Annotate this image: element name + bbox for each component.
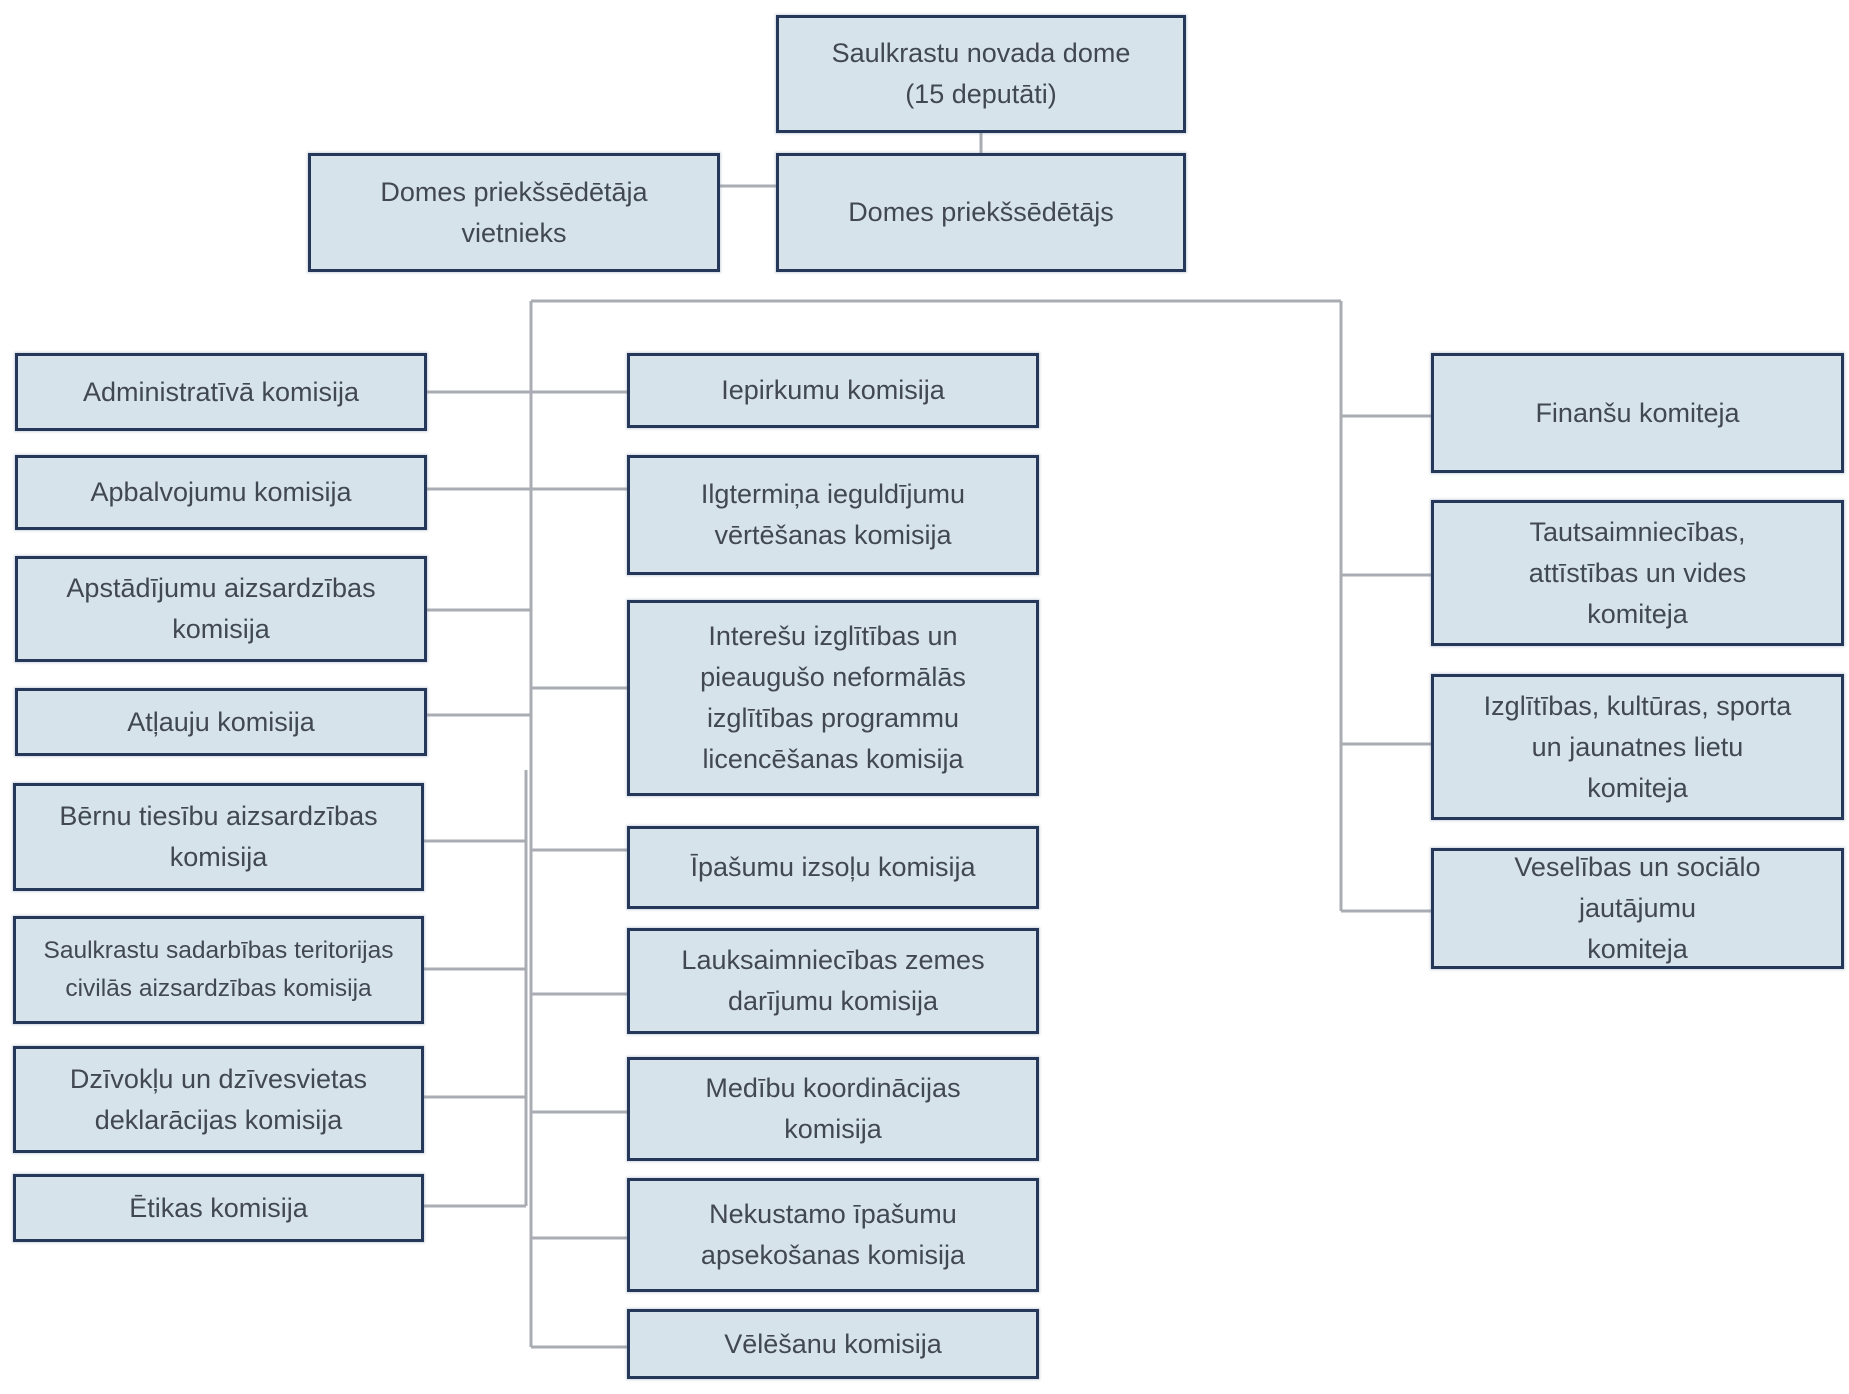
commission-real-estate-inspection: Nekustamo īpašumu apsekošanas komisija	[627, 1178, 1039, 1292]
commission-permits: Atļauju komisija	[15, 688, 427, 756]
commission-long-term-investment: Ilgtermiņa ieguldījumu vērtēšanas komisi…	[627, 455, 1039, 575]
commission-hunting: Medību koordinācijas komisija	[627, 1057, 1039, 1161]
commission-awards: Apbalvojumu komisija	[15, 455, 427, 530]
commission-child-rights: Bērnu tiesību aizsardzības komisija	[13, 783, 424, 891]
commission-interest-education: Interešu izglītības un pieaugušo neformā…	[627, 600, 1039, 796]
commission-ethics: Ētikas komisija	[13, 1174, 424, 1242]
commission-agricultural-land: Lauksaimniecības zemes darījumu komisija	[627, 928, 1039, 1034]
commission-property-auctions: Īpašumu izsoļu komisija	[627, 826, 1039, 909]
commission-procurement: Iepirkumu komisija	[627, 353, 1039, 428]
commission-administrative: Administratīvā komisija	[15, 353, 427, 431]
commission-civil-protection: Saulkrastu sadarbības teritorijas civilā…	[13, 916, 424, 1024]
commission-housing: Dzīvokļu un dzīvesvietas deklarācijas ko…	[13, 1046, 424, 1153]
vice-chair-box: Domes priekšsēdētāja vietnieks	[308, 153, 720, 272]
council-box: Saulkrastu novada dome (15 deputāti)	[776, 15, 1186, 133]
committee-finance: Finanšu komiteja	[1431, 353, 1844, 473]
commission-greenery-protection: Apstādījumu aizsardzības komisija	[15, 556, 427, 662]
committee-education-culture: Izglītības, kultūras, sporta un jaunatne…	[1431, 674, 1844, 820]
committee-economy-development: Tautsaimniecības, attīstības un vides ko…	[1431, 500, 1844, 646]
committee-health-social: Veselības un sociālo jautājumu komiteja	[1431, 848, 1844, 969]
chair-box: Domes priekšsēdētājs	[776, 153, 1186, 272]
commission-elections: Vēlēšanu komisija	[627, 1309, 1039, 1379]
